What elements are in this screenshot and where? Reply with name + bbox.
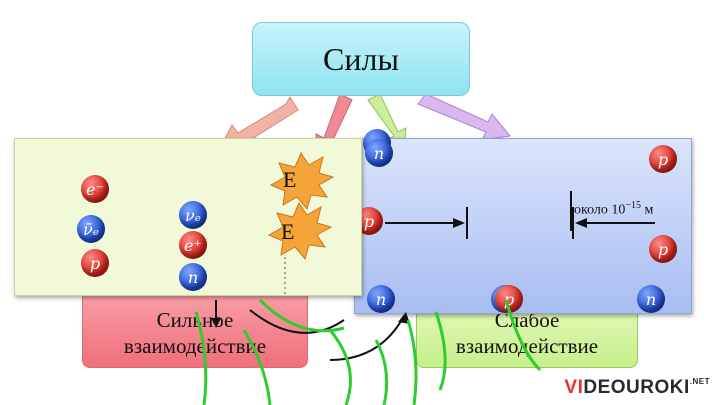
strong-interaction-box: Сильное взаимодействие — [82, 290, 308, 368]
particle-neutron-bottom-1: n — [367, 285, 395, 313]
nucleus-distance-panel: p n p p p n p n — [354, 129, 692, 314]
particle-neutrino: νₑ — [179, 201, 207, 229]
particle-proton-right-top: p — [649, 145, 677, 173]
energy-star-2 — [267, 201, 333, 261]
energy-label-2: E — [281, 219, 295, 244]
energy-star-1 — [269, 151, 335, 211]
particle-electron: e⁻ — [81, 175, 109, 203]
strong-line2: взаимодействие — [123, 334, 267, 358]
particle-proton: p — [81, 249, 109, 277]
forces-title: Силы — [323, 40, 399, 77]
decay-panel: E E e⁻ ν̄ₑ p νₑ e⁺ n — [14, 138, 362, 296]
energy-stars — [267, 151, 335, 295]
particle-neutron: n — [179, 263, 207, 291]
particle-neutron-bottom-3: n — [637, 285, 665, 313]
videouroki-logo: VIDEOUROKI.NET — [564, 377, 710, 398]
arrow-to-right-violet — [417, 93, 511, 141]
distance-arrows — [385, 191, 655, 239]
particle-antineutrino: ν̄ₑ — [77, 215, 105, 243]
distance-label: около 10−15 м — [574, 200, 654, 218]
energy-label-1: E — [283, 167, 297, 192]
particle-positron: e⁺ — [179, 231, 207, 259]
particle-proton-right: p — [649, 235, 677, 263]
strong-line1: Сильное — [156, 308, 234, 332]
forces-title-box: Силы — [252, 22, 470, 96]
particle-neutron-top: n — [365, 139, 393, 167]
